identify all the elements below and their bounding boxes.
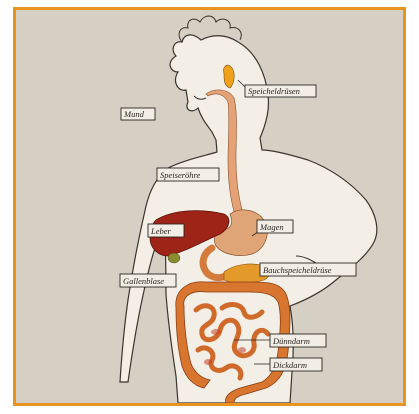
label-duenndarm: Dünndarm	[270, 334, 326, 347]
label-mund: Mund	[121, 108, 155, 120]
label-gallenblase-text: Gallenblase	[123, 276, 164, 286]
human-body-outline	[120, 16, 377, 403]
label-magen-text: Magen	[259, 222, 284, 232]
label-gallenblase: Gallenblase	[120, 274, 176, 287]
label-dickdarm: Dickdarm	[270, 358, 322, 371]
label-speicheldruesen: Speicheldrüsen	[245, 85, 316, 97]
label-leber-text: Leber	[150, 226, 172, 236]
label-speiseroehre-text: Speiseröhre	[160, 170, 201, 180]
label-leber: Leber	[148, 224, 184, 237]
label-speicheldruesen-text: Speicheldrüsen	[248, 86, 300, 96]
label-mund-text: Mund	[123, 109, 145, 119]
label-magen: Magen	[257, 220, 293, 233]
digestive-system-illustration: Mund Speicheldrüsen Speiseröhre Leber Ma…	[16, 10, 403, 403]
label-speiseroehre: Speiseröhre	[157, 168, 219, 181]
gallbladder-organ	[168, 253, 180, 263]
diagram-frame: Mund Speicheldrüsen Speiseröhre Leber Ma…	[13, 7, 406, 406]
label-bauchspeicheldruese: Bauchspeicheldrüse	[260, 263, 356, 276]
label-dickdarm-text: Dickdarm	[272, 360, 307, 370]
label-duenndarm-text: Dünndarm	[272, 336, 310, 346]
label-bauchspeicheldruese-text: Bauchspeicheldrüse	[263, 265, 332, 275]
